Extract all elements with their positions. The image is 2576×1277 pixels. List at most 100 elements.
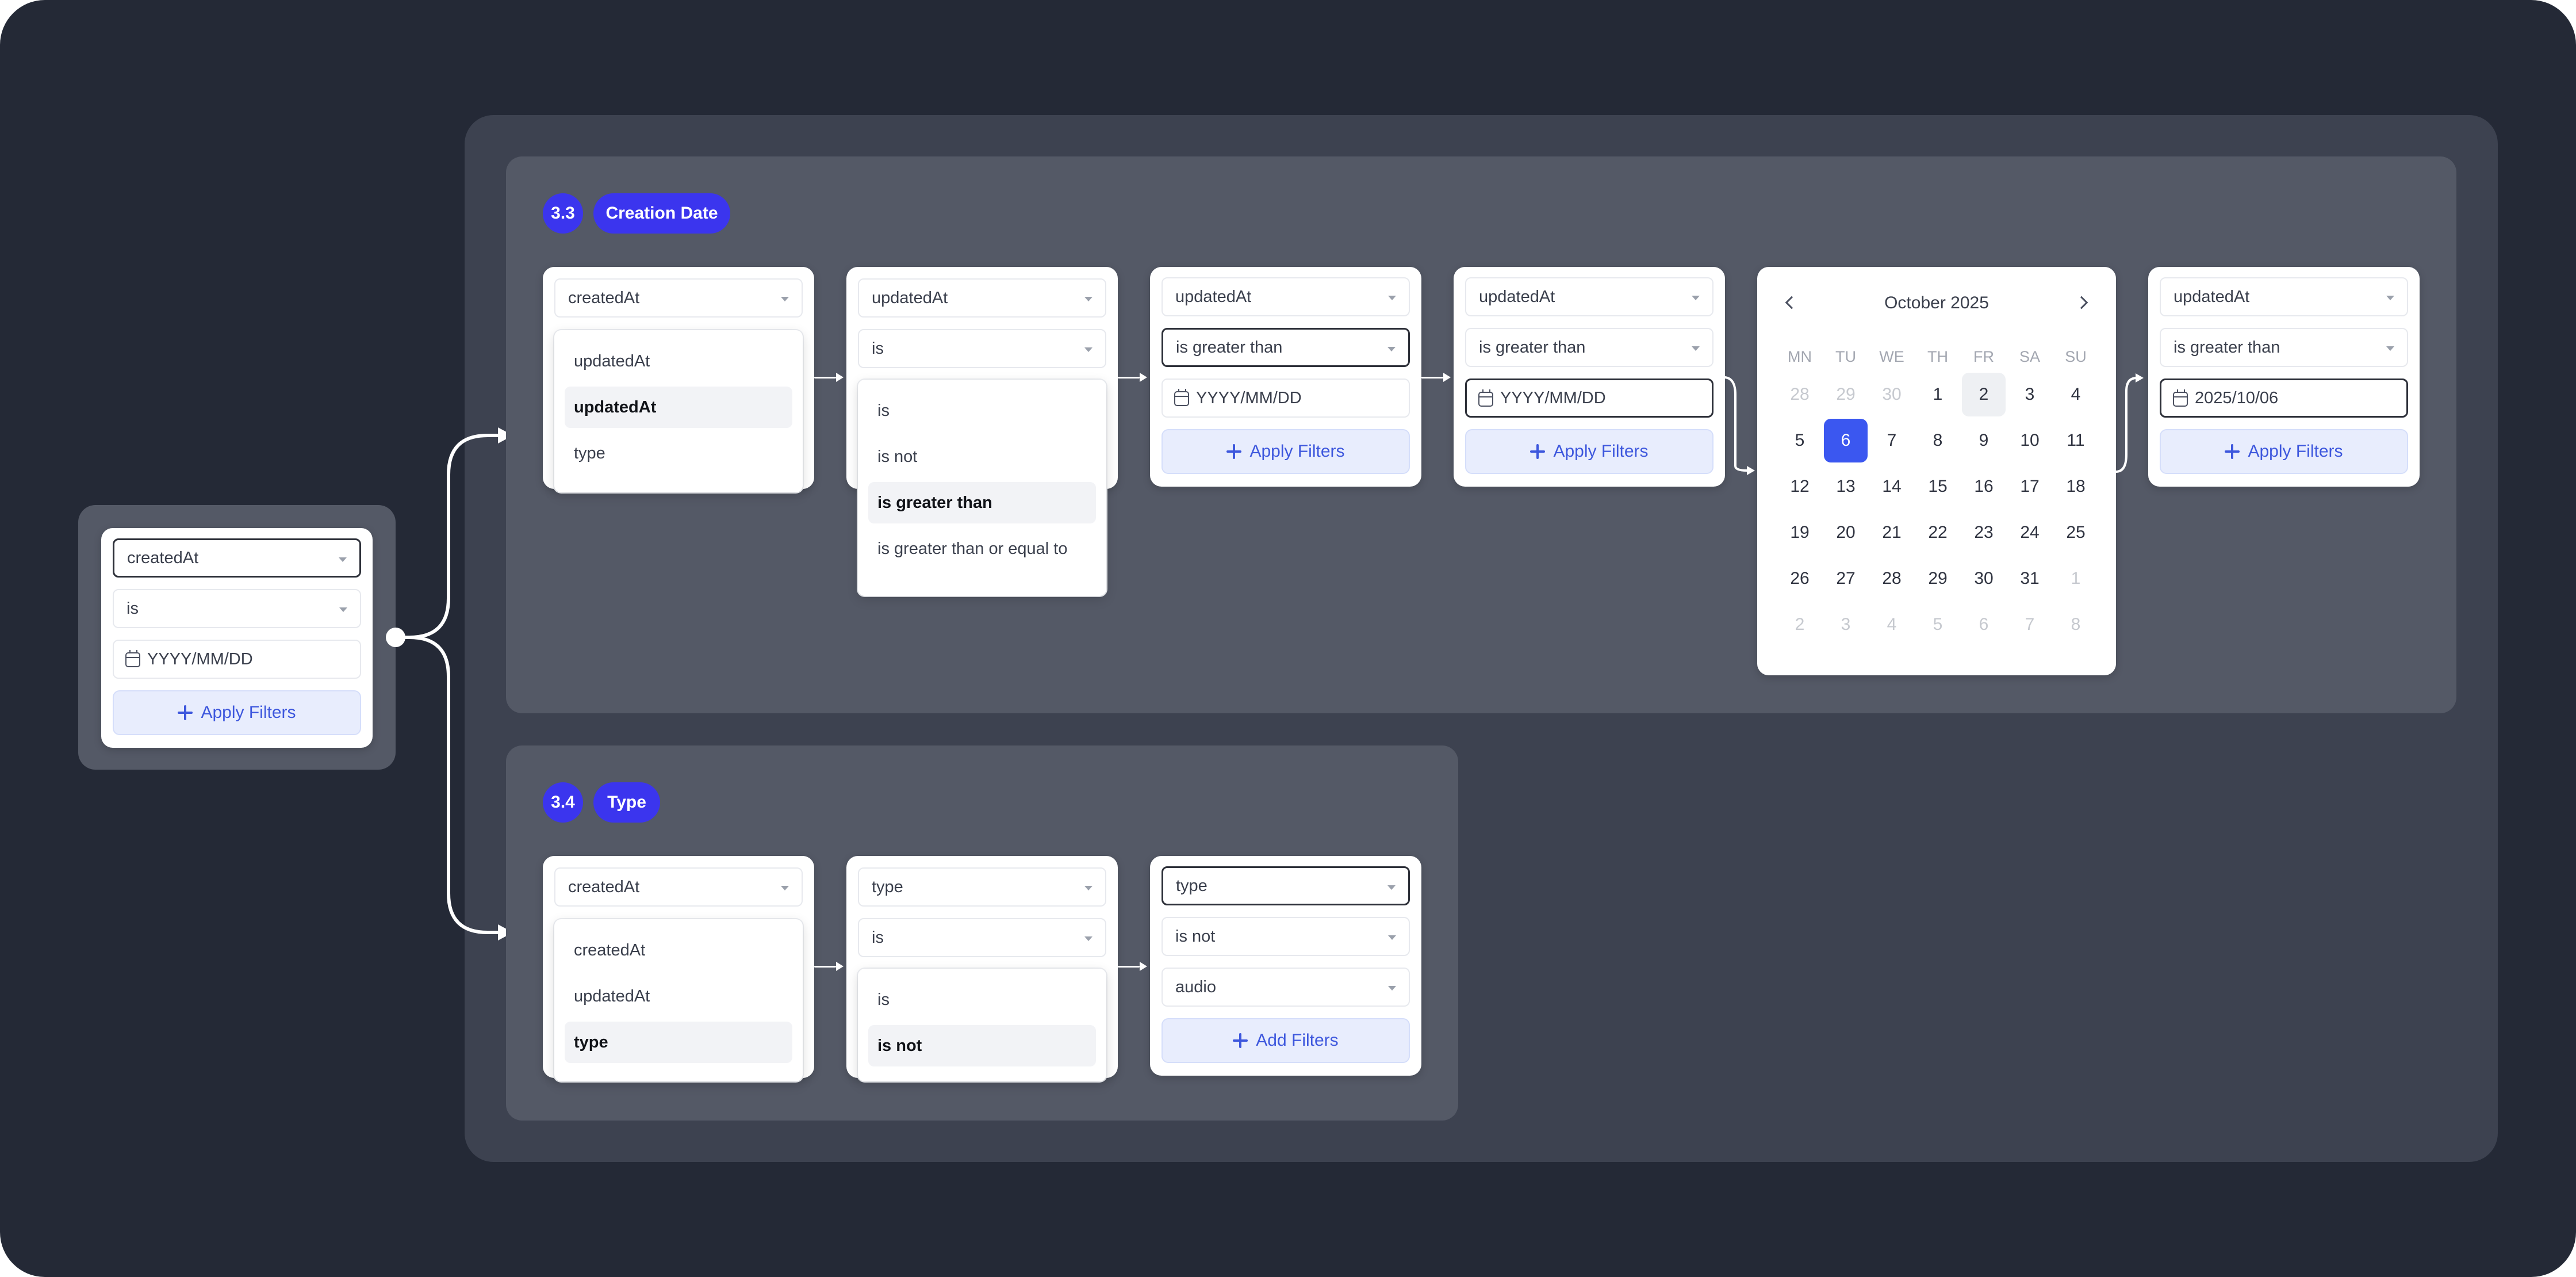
apply-filters-button[interactable]: Apply Filters — [1465, 429, 1713, 474]
field-select[interactable]: updatedAt — [2160, 277, 2408, 316]
dropdown-option-selected[interactable]: updatedAt — [565, 387, 792, 428]
calendar-day[interactable]: 3 — [2025, 385, 2035, 404]
add-filters-label: Add Filters — [1256, 1031, 1339, 1050]
field-select[interactable]: type — [858, 867, 1106, 907]
field-select[interactable]: createdAt — [554, 867, 803, 907]
source-filter-card: createdAt is YYYY/MM/DD Apply Filters — [101, 528, 373, 748]
calendar-day-outside-month[interactable]: 4 — [1887, 615, 1897, 634]
calendar-day[interactable]: 13 — [1836, 477, 1856, 496]
cd-step6-card: updatedAt is greater than 2025/10/06 App… — [2148, 267, 2420, 487]
field-select[interactable]: updatedAt — [1162, 277, 1410, 316]
calendar-day-outside-month[interactable]: 29 — [1836, 385, 1856, 404]
calendar-day-outside-month[interactable]: 3 — [1841, 615, 1851, 634]
date-input[interactable]: 2025/10/06 — [2160, 378, 2408, 418]
apply-filters-button[interactable]: Apply Filters — [1162, 429, 1410, 474]
dropdown-option[interactable]: is greater than or equal to — [877, 540, 1068, 558]
apply-filters-button[interactable]: Apply Filters — [113, 690, 361, 735]
calendar-day[interactable]: 24 — [2020, 523, 2040, 542]
calendar-day[interactable]: 1 — [1933, 385, 1943, 404]
calendar-day-outside-month[interactable]: 6 — [1979, 615, 1989, 634]
dropdown-option[interactable]: createdAt — [574, 941, 646, 959]
calendar-day[interactable]: 12 — [1790, 477, 1810, 496]
value-select-value: audio — [1175, 977, 1216, 996]
calendar-day[interactable]: 16 — [1974, 477, 1994, 496]
operator-select[interactable]: is greater than — [2160, 328, 2408, 367]
dropdown-option[interactable]: type — [574, 444, 605, 462]
calendar-day-today[interactable]: 2 — [1962, 373, 2006, 416]
calendar-day-outside-month[interactable]: 1 — [2071, 569, 2081, 588]
calendar-day[interactable]: 29 — [1928, 569, 1948, 588]
chevron-down-icon — [1387, 347, 1396, 351]
calendar-day[interactable]: 14 — [1882, 477, 1902, 496]
date-input[interactable]: YYYY/MM/DD — [113, 640, 361, 679]
dropdown-option[interactable]: is not — [877, 448, 918, 466]
field-select[interactable]: type — [1162, 866, 1410, 905]
calendar-day[interactable]: 21 — [1882, 523, 1902, 542]
dropdown-option[interactable]: updatedAt — [574, 987, 650, 1005]
calendar-day-outside-month[interactable]: 8 — [2071, 615, 2081, 634]
calendar-day-selected[interactable]: 6 — [1824, 419, 1868, 462]
date-input[interactable]: YYYY/MM/DD — [1162, 378, 1410, 418]
dropdown-option-selected[interactable]: is greater than — [868, 482, 1096, 523]
apply-filters-button[interactable]: Apply Filters — [2160, 429, 2408, 474]
calendar-day[interactable]: 10 — [2020, 431, 2040, 450]
operator-select[interactable]: is greater than — [1162, 328, 1410, 367]
calendar-day[interactable]: 8 — [1933, 431, 1943, 450]
calendar-day[interactable]: 9 — [1979, 431, 1989, 450]
dropdown-option[interactable]: is — [877, 402, 890, 420]
calendar-weekday: SU — [2065, 347, 2087, 365]
ty-step3-card: type is not audio Add Filters — [1150, 856, 1421, 1076]
calendar-day[interactable]: 11 — [2067, 431, 2085, 450]
calendar-day[interactable]: 27 — [1836, 569, 1856, 588]
dropdown-option-selected[interactable]: is not — [868, 1025, 1096, 1066]
flow-connector — [2115, 373, 2144, 473]
dropdown-option[interactable]: updatedAt — [574, 352, 650, 370]
operator-select[interactable]: is — [113, 589, 361, 628]
cd-step4-card: updatedAt is greater than YYYY/MM/DD App… — [1454, 267, 1725, 487]
calendar-day-outside-month[interactable]: 5 — [1933, 615, 1943, 634]
calendar-day[interactable]: 28 — [1882, 569, 1902, 588]
calendar-day[interactable]: 31 — [2020, 569, 2040, 588]
cd-field-dropdown: updatedAt updatedAt type — [554, 330, 803, 492]
field-select-value: createdAt — [127, 548, 199, 567]
calendar-day[interactable]: 17 — [2020, 477, 2040, 496]
operator-select[interactable]: is — [858, 329, 1106, 368]
field-select[interactable]: createdAt — [554, 278, 803, 318]
calendar-day[interactable]: 26 — [1790, 569, 1810, 588]
operator-select-value: is greater than — [1479, 338, 1586, 357]
calendar-day-outside-month[interactable]: 28 — [1790, 385, 1810, 404]
calendar-day-outside-month[interactable]: 30 — [1882, 385, 1902, 404]
calendar-day[interactable]: 5 — [1795, 431, 1805, 450]
calendar-day-outside-month[interactable]: 7 — [2025, 615, 2035, 634]
calendar-day[interactable]: 22 — [1928, 523, 1948, 542]
plus-icon — [2225, 444, 2240, 459]
field-select[interactable]: updatedAt — [1465, 277, 1713, 316]
field-select[interactable]: updatedAt — [858, 278, 1106, 318]
calendar-day[interactable]: 7 — [1887, 431, 1897, 450]
calendar-day[interactable]: 25 — [2066, 523, 2086, 542]
chevron-down-icon — [1388, 296, 1396, 300]
chevron-down-icon — [781, 297, 789, 301]
operator-select[interactable]: is not — [1162, 917, 1410, 956]
operator-select[interactable]: is — [858, 918, 1106, 957]
calendar-day[interactable]: 4 — [2071, 385, 2081, 404]
calendar-weekday: WE — [1879, 347, 1904, 365]
calendar-day[interactable]: 23 — [1974, 523, 1994, 542]
value-select[interactable]: audio — [1162, 968, 1410, 1007]
operator-select[interactable]: is greater than — [1465, 328, 1713, 367]
calendar-day[interactable]: 19 — [1790, 523, 1810, 542]
add-filters-button[interactable]: Add Filters — [1162, 1018, 1410, 1063]
calendar-day[interactable]: 30 — [1974, 569, 1994, 588]
chevron-down-icon — [1692, 346, 1700, 351]
calendar-day[interactable]: 18 — [2066, 477, 2086, 496]
dropdown-option[interactable]: is — [877, 991, 890, 1009]
plus-icon — [1530, 444, 1546, 459]
field-select[interactable]: createdAt — [113, 538, 361, 578]
dropdown-option-selected[interactable]: type — [565, 1022, 792, 1063]
calendar-day[interactable]: 15 — [1928, 477, 1948, 496]
calendar-day-outside-month[interactable]: 2 — [1795, 615, 1805, 634]
date-input[interactable]: YYYY/MM/DD — [1465, 378, 1713, 418]
calendar-day[interactable]: 20 — [1836, 523, 1856, 542]
